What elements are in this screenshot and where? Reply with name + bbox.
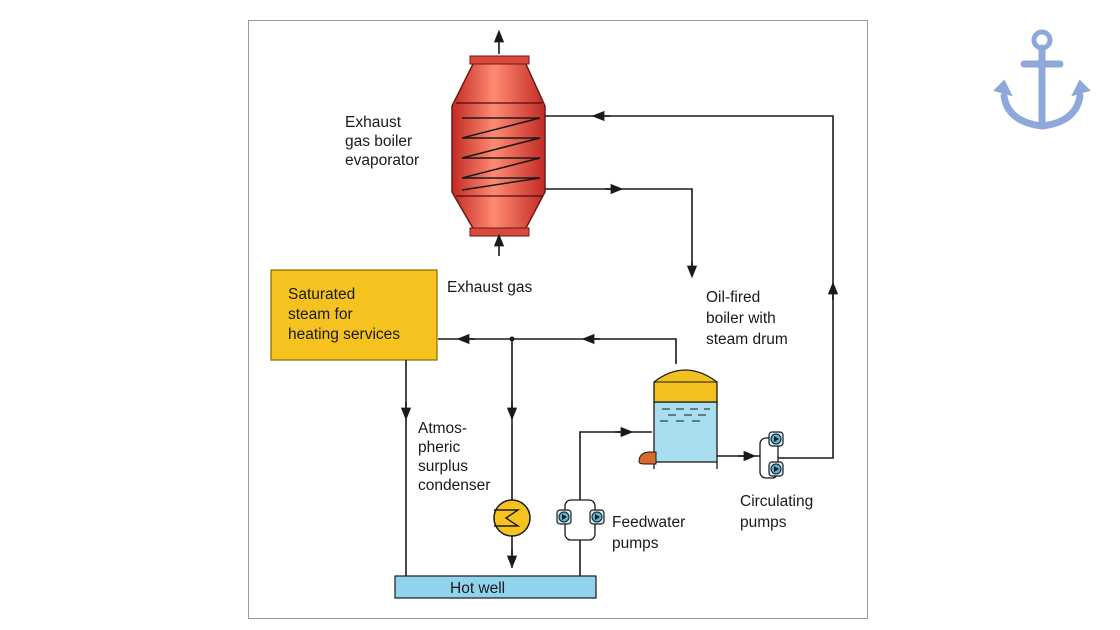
hot-well-label: Hot well [450,580,505,597]
saturated-steam-label: Saturated steam for heating services [288,286,400,343]
condenser-label: Atmos- pheric surplus condenser [418,420,490,494]
steam-header-line [438,333,677,500]
circulation-return-line [545,110,839,459]
evaporator-to-drum-line [545,183,698,279]
circulating-pumps-label: Circulating pumps [740,493,818,531]
oil-fired-boiler [638,369,718,469]
feedwater-pumps [556,499,605,541]
evaporator-label: Exhaust gas boiler evaporator [345,114,419,169]
feedwater-pumps-label: Feedwater pumps [612,514,690,552]
exhaust-gas-label: Exhaust gas [447,279,533,296]
anchor-icon [993,29,1091,130]
atmospheric-condenser [493,499,531,569]
saturated-steam-box [270,269,438,361]
oil-fired-boiler-label: Oil-fired boiler with steam drum [706,289,788,348]
circulating-pumps [759,431,784,479]
hot-well-tank [394,575,597,599]
exhaust-gas-boiler-evaporator [451,55,546,237]
feedwater-line [579,426,652,576]
